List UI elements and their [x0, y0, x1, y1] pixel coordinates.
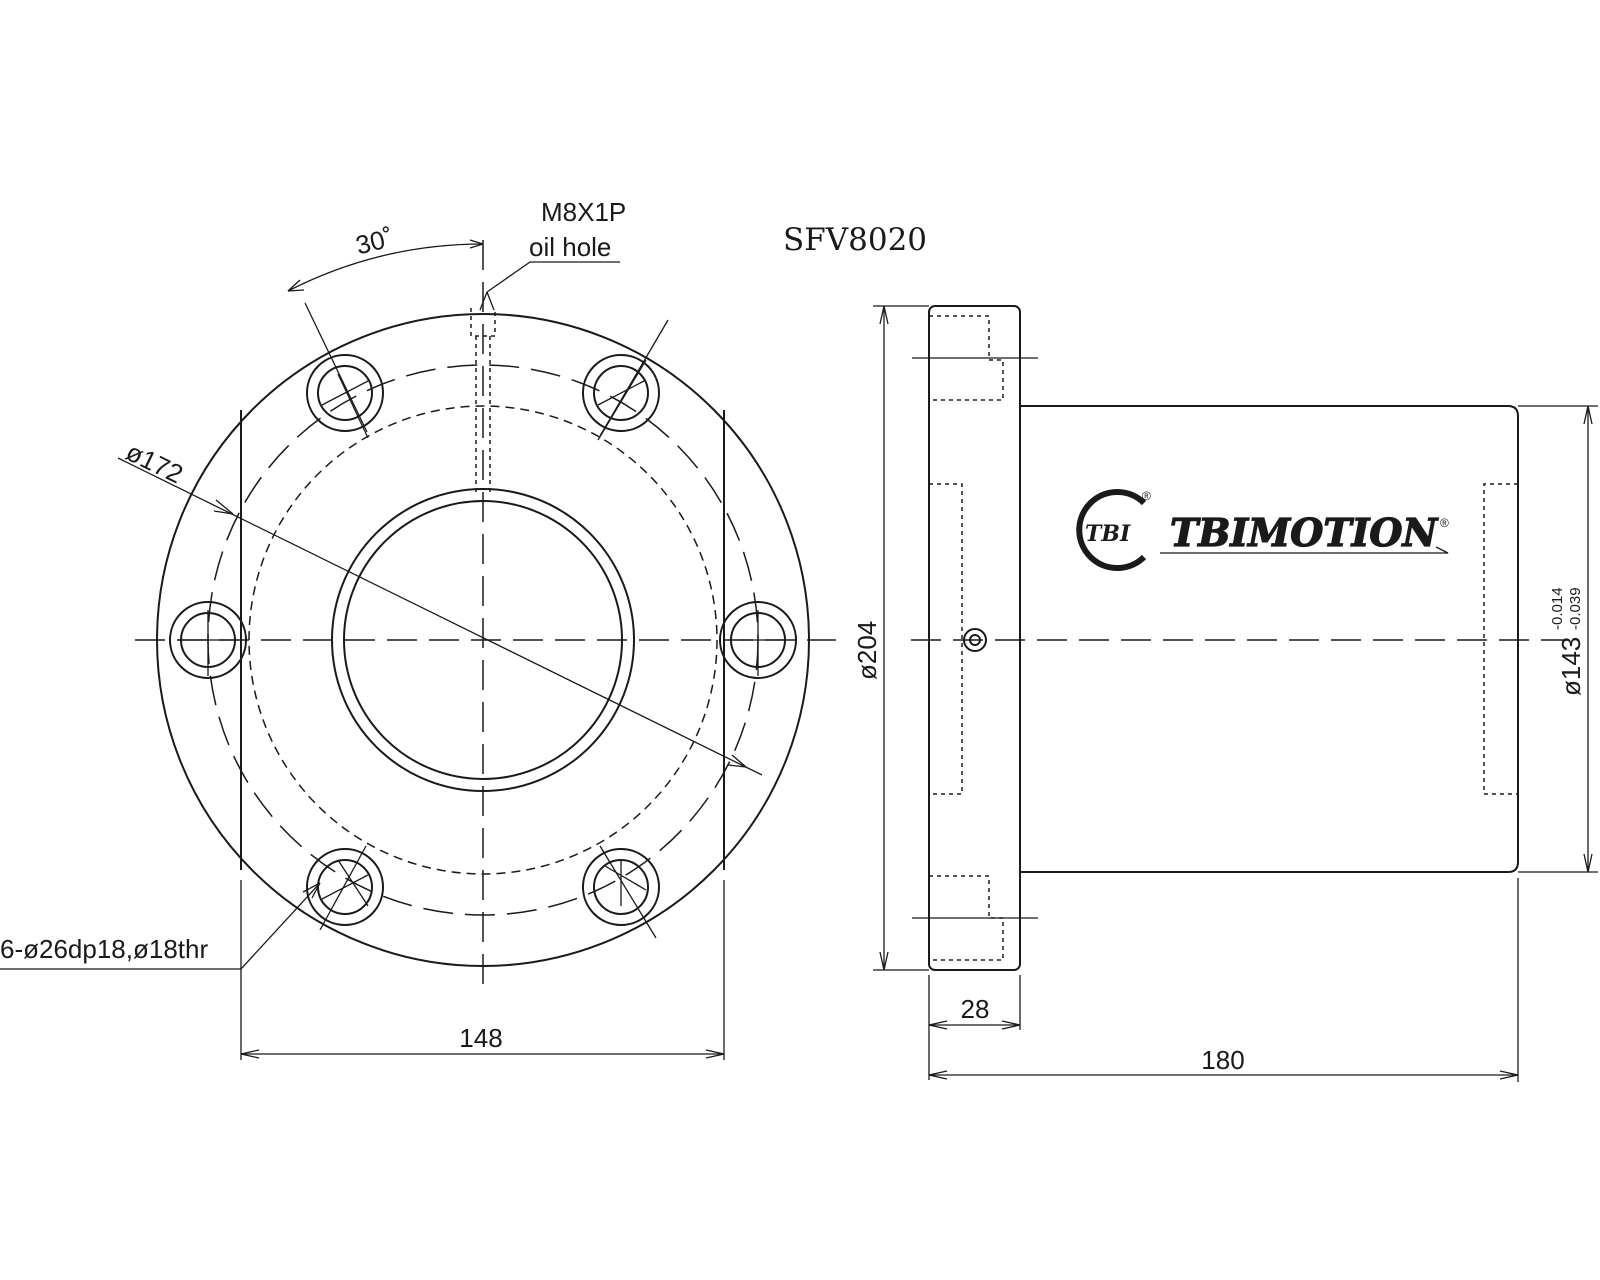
tbimotion-brand-text: TBIMOTION — [1170, 510, 1438, 555]
oil-hole-leader — [486, 261, 620, 293]
flange-side — [928, 305, 1021, 971]
oil-hole-label: oil hole — [529, 232, 611, 262]
tbi-logo-mark — [1076, 489, 1147, 571]
logo-registered-mark: ® — [1142, 489, 1151, 503]
tbi-logo-text: TBI — [1085, 521, 1131, 547]
pcd-label: ø172 — [121, 436, 187, 489]
mounting-hole — [306, 354, 384, 432]
brand-registered-mark: ® — [1440, 516, 1449, 530]
flange-dia-label: ø204 — [852, 621, 882, 680]
holes-label: 6-ø26dp18,ø18thr — [0, 934, 208, 964]
flat-width-label: 148 — [459, 1023, 502, 1053]
front-view: 30˚ M8X1P oil hole ø172 6-ø26dp18,ø18thr… — [0, 197, 836, 1060]
tbi-logo: TBI ® TBIMOTION ® — [1076, 489, 1449, 571]
brand-underline — [1160, 546, 1449, 554]
pcd-dimension-line — [117, 457, 763, 776]
part-number-title: SFV8020 — [783, 222, 927, 258]
body-dia-label: ø143 — [1556, 637, 1586, 696]
angle-arc — [287, 243, 484, 292]
flange-thickness-label: 28 — [961, 994, 990, 1024]
body-dia-tolerance-upper: -0.014 — [1549, 587, 1566, 630]
oil-hole-thread-label: M8X1P — [541, 197, 626, 227]
mounting-hole — [582, 354, 660, 432]
side-view: TBI ® TBIMOTION ® ø204 ø143 -0.014 -0.03… — [852, 305, 1598, 1082]
total-length-label: 180 — [1201, 1045, 1244, 1075]
body-dia-tolerance-lower: -0.039 — [1567, 587, 1584, 630]
body-side — [1020, 405, 1519, 873]
